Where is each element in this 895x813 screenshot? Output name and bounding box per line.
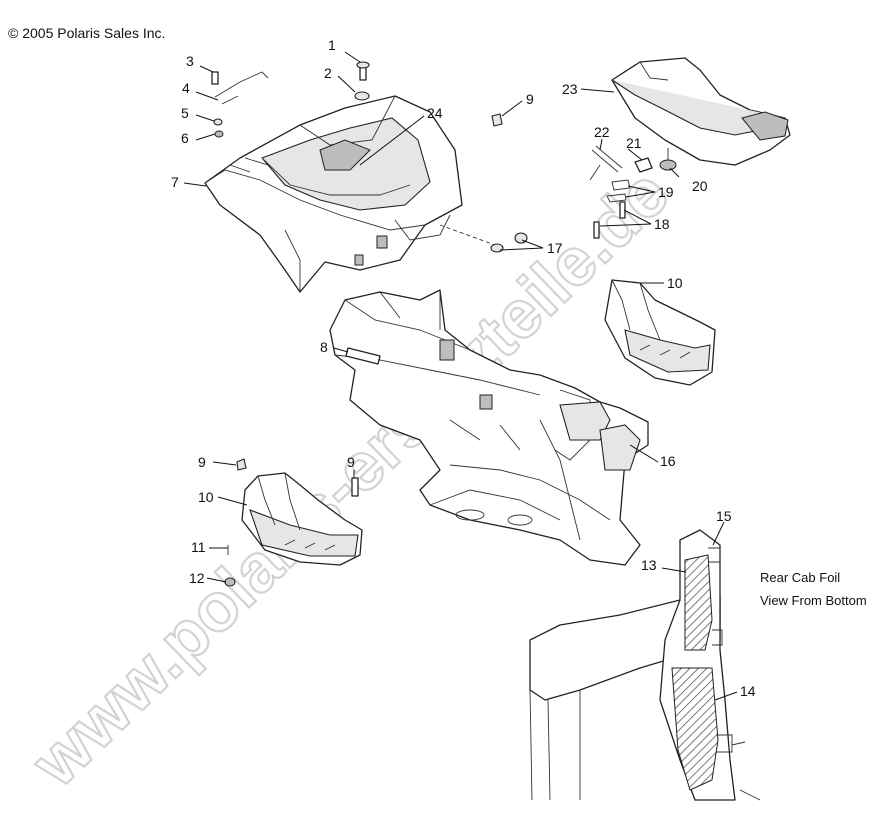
- hardware-small-parts: [211, 61, 503, 138]
- callout-3: 3: [186, 53, 194, 69]
- callout-24: 24: [427, 105, 443, 121]
- callout-7: 7: [171, 174, 179, 190]
- frame: [329, 289, 649, 566]
- callout-13: 13: [641, 557, 657, 573]
- view-note-line2: View From Bottom: [760, 593, 867, 608]
- part-8-bracket: [345, 347, 381, 365]
- callout-22: 22: [594, 124, 610, 140]
- leader-lines: [183, 51, 738, 701]
- callout-9-left: 9: [198, 454, 206, 470]
- copyright-text: © 2005 Polaris Sales Inc.: [8, 25, 165, 41]
- rear-cab-foil-view: [529, 529, 761, 801]
- rear-fender-assembly: [204, 95, 463, 293]
- seat: [611, 57, 791, 166]
- callout-23: 23: [562, 81, 578, 97]
- callout-9-top: 9: [526, 91, 534, 107]
- footwell-right: [604, 279, 716, 386]
- seat-latch-parts: [589, 145, 677, 239]
- callout-15: 15: [716, 508, 732, 524]
- callout-8: 8: [320, 339, 328, 355]
- callout-19: 19: [658, 184, 674, 200]
- callout-2: 2: [324, 65, 332, 81]
- callout-1: 1: [328, 37, 336, 53]
- callout-5: 5: [181, 105, 189, 121]
- callout-6: 6: [181, 130, 189, 146]
- callout-20: 20: [692, 178, 708, 194]
- callout-17: 17: [547, 240, 563, 256]
- callout-10-left: 10: [198, 489, 214, 505]
- callout-9-mid: 9: [347, 454, 355, 470]
- callout-4: 4: [182, 80, 190, 96]
- fasteners-17: [439, 224, 528, 253]
- footwell-left: [224, 458, 363, 587]
- view-note-line1: Rear Cab Foil: [760, 570, 840, 585]
- callout-11: 11: [191, 539, 206, 555]
- callout-labels: 1 2 3 4 5 6 7 8 9 9 9 10 10 11 12 13 14 …: [171, 37, 756, 699]
- callout-10-right: 10: [667, 275, 683, 291]
- callout-21: 21: [626, 135, 642, 151]
- callout-12: 12: [189, 570, 205, 586]
- callout-16: 16: [660, 453, 676, 469]
- callout-18: 18: [654, 216, 670, 232]
- callout-14: 14: [740, 683, 756, 699]
